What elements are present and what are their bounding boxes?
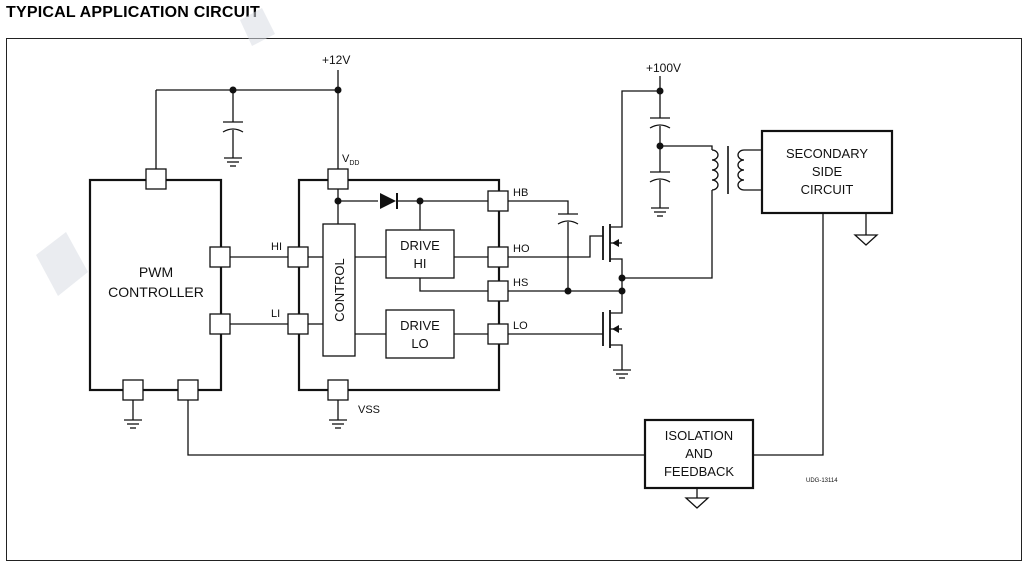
ground-icon <box>224 157 242 167</box>
signal-ground-icon <box>853 234 879 246</box>
hs-mosfet-source <box>610 258 623 291</box>
secondary-circuit-block <box>760 129 894 215</box>
ground-icon <box>329 419 347 429</box>
vdd-label: VDD <box>342 153 359 167</box>
pwm-pin-gnd <box>122 379 144 401</box>
pwm-pin-hi <box>209 246 231 268</box>
hs-mosfet-drain <box>610 90 660 228</box>
isolation-line1: ISOLATION <box>665 428 733 443</box>
control-block <box>322 223 356 357</box>
bootstrap-cap-curve <box>557 220 579 225</box>
feedback-to-pwm-wire <box>187 400 645 456</box>
drive-hi-to-hs <box>419 278 488 292</box>
signal-ground-icon <box>684 497 710 509</box>
transformer-primary-coil <box>711 149 719 191</box>
junction-dot <box>334 86 342 94</box>
pwm-pin-fb <box>177 379 199 401</box>
ground-icon <box>651 207 669 217</box>
split-cap-top-curve <box>649 124 671 129</box>
isolation-feedback-block <box>643 418 755 490</box>
pwm-pin-li <box>209 313 231 335</box>
figure-id: UDG-13114 <box>806 478 838 484</box>
drive-hi-line1: DRIVE <box>400 238 440 253</box>
driver-pin-vdd <box>327 168 349 190</box>
transformer-primary-top <box>660 145 713 150</box>
secondary-line1: SECONDARY <box>786 146 868 161</box>
li-pin-label: LI <box>271 308 280 320</box>
bootstrap-diode-icon <box>380 193 396 209</box>
ls-mosfet-drain <box>610 291 623 314</box>
junction-dot <box>564 287 572 295</box>
pwm-pin-vdd <box>145 168 167 190</box>
driver-pin-li <box>287 313 309 335</box>
ground-icon <box>613 369 631 379</box>
control-label: CONTROL <box>332 258 347 322</box>
drive-hi-line2: HI <box>414 256 427 271</box>
drive-lo-line2: LO <box>411 336 428 351</box>
transformer-primary-bottom <box>622 190 713 279</box>
isolation-line2: AND <box>685 446 712 461</box>
watermark-stroke <box>36 232 88 296</box>
secondary-line3: CIRCUIT <box>801 182 854 197</box>
secondary-line2: SIDE <box>812 164 843 179</box>
decoupling-capacitor <box>222 90 244 158</box>
hi-pin-label: HI <box>271 241 282 253</box>
driver-pin-hi <box>287 246 309 268</box>
hb-pin-label: HB <box>513 187 528 199</box>
junction-dot <box>656 87 664 95</box>
hs-pin-label: HS <box>513 277 528 289</box>
ho-pin-label: HO <box>513 243 530 255</box>
page-title: TYPICAL APPLICATION CIRCUIT <box>6 4 260 21</box>
transformer-secondary-coil <box>737 149 745 191</box>
pwm-label-line1: PWM <box>139 264 173 280</box>
feedback-wire <box>753 213 824 456</box>
hb-cap-wire <box>508 200 569 214</box>
watermark-stroke <box>240 8 275 46</box>
driver-pin-vss <box>327 379 349 401</box>
driver-pin-ho <box>487 246 509 268</box>
hv-label: +100V <box>646 61 681 75</box>
ho-to-gate <box>508 235 603 258</box>
vcc-label: +12V <box>322 53 350 67</box>
split-cap-bottom-curve <box>649 178 671 183</box>
pwm-label-line2: CONTROLLER <box>108 284 204 300</box>
ls-mosfet-source <box>610 344 623 370</box>
driver-pin-lo <box>487 323 509 345</box>
diagram-frame <box>6 38 1022 561</box>
isolation-line3: FEEDBACK <box>664 464 734 479</box>
driver-pin-hs <box>487 280 509 302</box>
drive-lo-line1: DRIVE <box>400 318 440 333</box>
lo-pin-label: LO <box>513 320 528 332</box>
driver-pin-hb <box>487 190 509 212</box>
ground-icon <box>124 419 142 429</box>
vss-label: VSS <box>358 404 380 416</box>
